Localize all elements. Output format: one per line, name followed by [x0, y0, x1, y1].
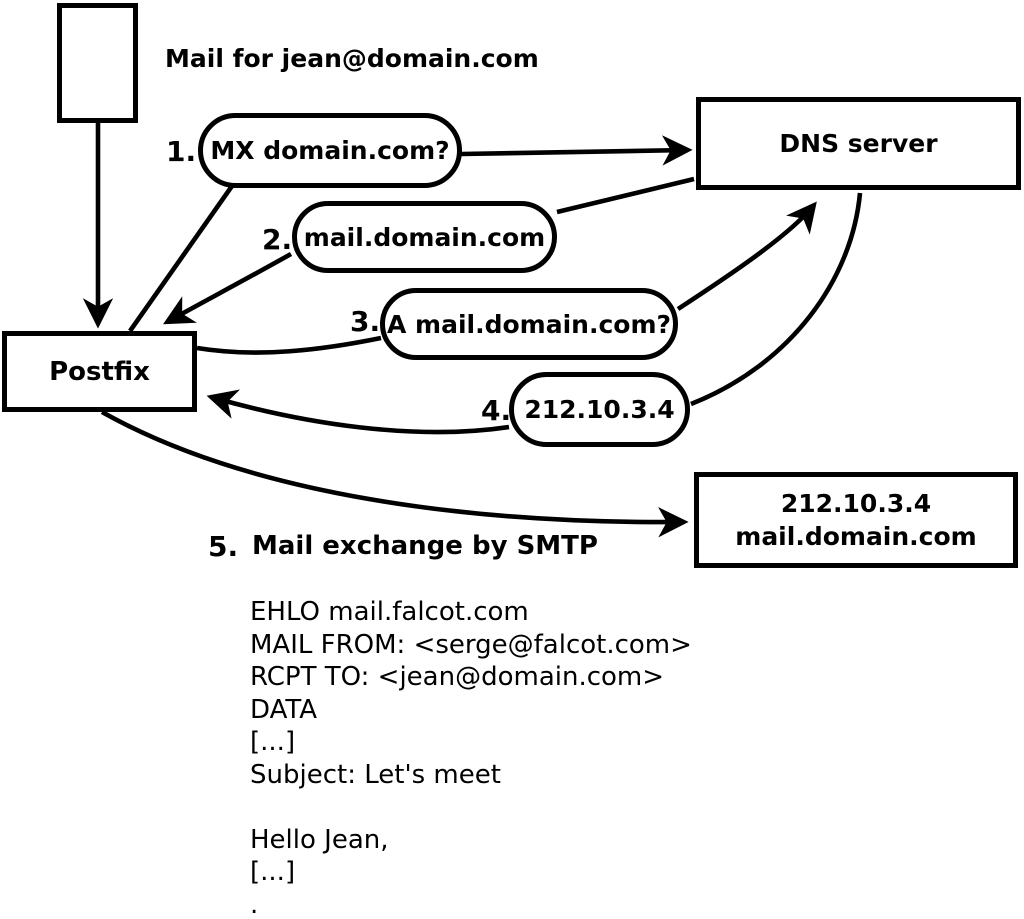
step-2-number: 2. [262, 223, 293, 256]
arrow-query3-to-dns [676, 201, 817, 311]
step-5-number: 5. [208, 530, 239, 563]
arrow-query1-to-dns [460, 135, 693, 166]
mail-server-label: 212.10.3.4 mail.domain.com [735, 487, 976, 553]
smtp-transcript: EHLO mail.falcot.com MAIL FROM: <serge@f… [250, 597, 692, 919]
mail-for-label: Mail for jean@domain.com [165, 44, 539, 73]
step-3-number: 3. [350, 305, 381, 338]
line-postfix-to-query3 [196, 335, 382, 355]
step-4-number: 4. [481, 394, 512, 427]
query-a-record-pill: A mail.domain.com? [380, 288, 678, 360]
mail-server-ip: 212.10.3.4 [780, 489, 932, 518]
dns-server-node: DNS server [696, 97, 1021, 190]
line-dns-to-response4 [690, 192, 863, 407]
step-1-number: 1. [166, 135, 197, 168]
dns-server-label: DNS server [779, 129, 938, 158]
arrow-response4-to-postfix [206, 389, 510, 435]
postfix-label: Postfix [49, 356, 150, 387]
query-mx-label: MX domain.com? [210, 136, 450, 165]
mail-message-node [57, 3, 138, 123]
smtp-exchange-label: Mail exchange by SMTP [252, 531, 598, 561]
response-mx-label: mail.domain.com [303, 222, 546, 252]
mail-server-node: 212.10.3.4 mail.domain.com [694, 472, 1018, 568]
response-mx-pill: mail.domain.com [292, 201, 557, 273]
line-postfix-to-query1 [128, 184, 234, 333]
response-ip-pill: 212.10.3.4 [509, 372, 690, 447]
mail-server-host: mail.domain.com [735, 522, 977, 551]
arrow-response2-to-postfix [163, 251, 293, 325]
response-ip-label: 212.10.3.4 [524, 395, 675, 424]
postfix-node: Postfix [2, 331, 197, 412]
query-mx-pill: MX domain.com? [198, 113, 462, 188]
query-a-record-label: A mail.domain.com? [386, 309, 671, 339]
line-dns-to-response2 [556, 176, 695, 215]
